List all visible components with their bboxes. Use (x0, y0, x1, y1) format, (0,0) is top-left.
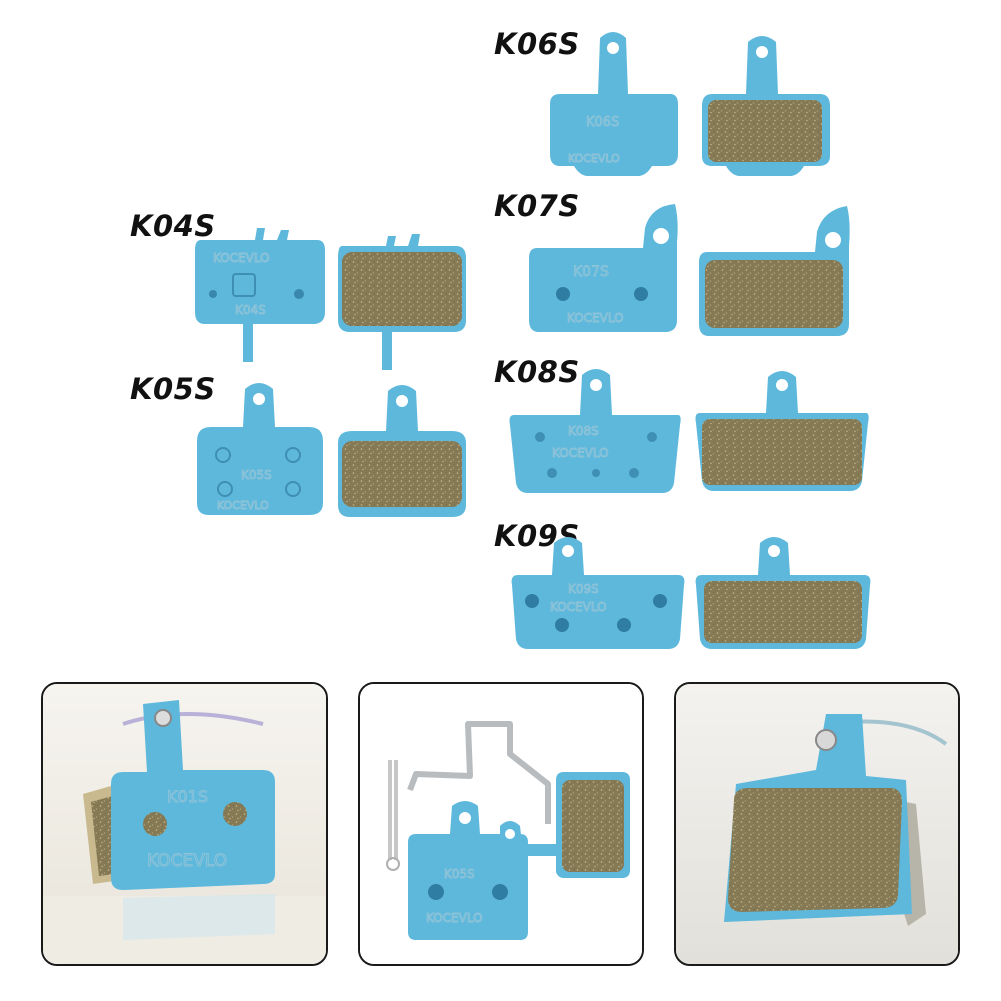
k08s-pad-friction (692, 369, 874, 495)
k06s-brand-engraving: KOCEVLO (568, 152, 620, 165)
k09s-pad-friction (692, 535, 874, 659)
k05s-code-engraving: K05S (241, 468, 272, 482)
k08s-brand-engraving: KOCEVLO (552, 446, 609, 460)
photo-2-brand-engraving: KOCEVLO (426, 911, 483, 925)
k05s-pad-back: K05S KOCEVLO (195, 381, 330, 521)
k07s-code-engraving: K07S (573, 264, 609, 280)
k07s-pad-back: K07S KOCEVLO (527, 202, 685, 337)
photo-1-brand-engraving: KOCEVLO (147, 851, 227, 871)
model-label-k06s: K06S (494, 27, 580, 61)
model-label-k05s: K05S (130, 372, 216, 406)
k05s-brand-engraving: KOCEVLO (217, 499, 269, 512)
model-label-k07s: K07S (494, 189, 580, 223)
k07s-pad-friction (697, 204, 857, 340)
k07s-brand-engraving: KOCEVLO (567, 311, 624, 325)
photo-2-code-engraving: K05S (444, 867, 475, 881)
k06s-pad-friction (700, 34, 835, 184)
photo-panel-installed-pad: K01S KOCEVLO (41, 682, 328, 966)
k08s-code-engraving: K08S (568, 424, 599, 438)
k04s-pad-friction (336, 228, 471, 376)
k04s-brand-engraving: KOCEVLO (213, 251, 270, 265)
photo-panel-friction-side (674, 682, 960, 966)
model-label-k04s: K04S (130, 209, 216, 243)
k04s-code-engraving: K04S (235, 303, 266, 317)
k05s-pad-friction (336, 383, 471, 523)
k06s-code-engraving: K06S (586, 115, 619, 130)
k09s-brand-engraving: KOCEVLO (550, 600, 607, 614)
k08s-pad-back: K08S KOCEVLO (506, 367, 686, 499)
k09s-code-engraving: K09S (568, 582, 599, 596)
k04s-pad-back: KOCEVLO K04S (193, 222, 328, 370)
photo-1-code-engraving: K01S (167, 787, 208, 806)
k06s-pad-back: K06S KOCEVLO (548, 30, 683, 180)
k09s-pad-back: K09S KOCEVLO (508, 535, 688, 659)
photo-panel-pad-with-spring: K05S KOCEVLO (358, 682, 644, 966)
model-label-k08s: K08S (494, 355, 580, 389)
